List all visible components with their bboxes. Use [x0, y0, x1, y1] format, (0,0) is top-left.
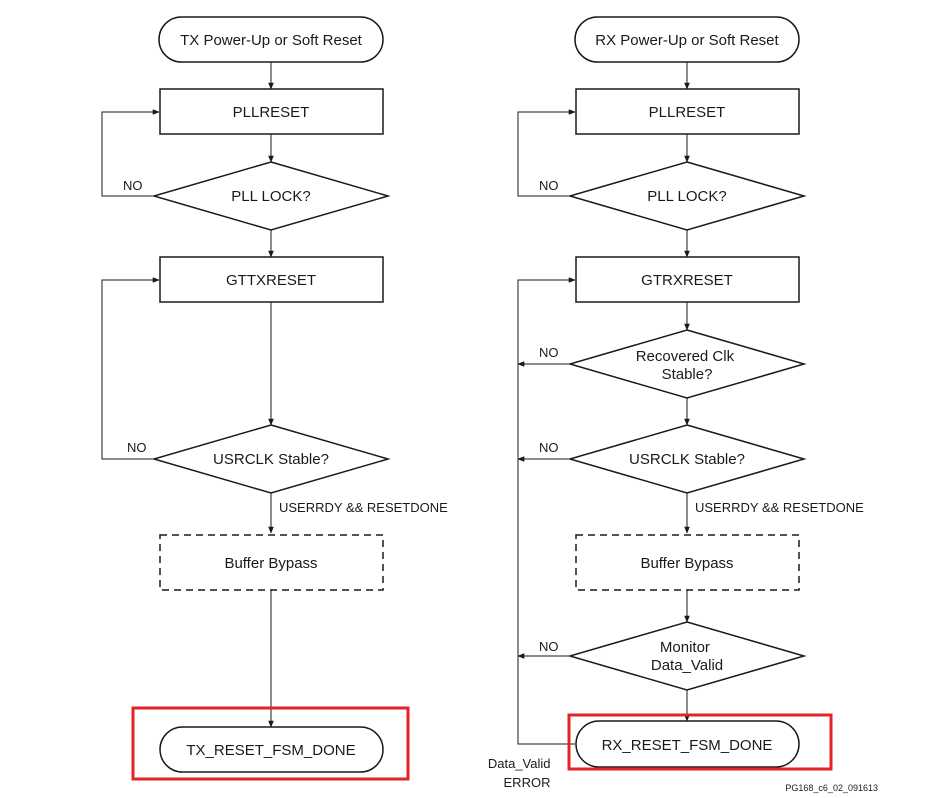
- rx-start-node: [574, 16, 800, 63]
- tx-flow: TX Power-Up or Soft Reset PLLRESET PLL L…: [101, 16, 448, 781]
- rx-monitor-line1: Monitor: [660, 639, 710, 656]
- rx-no-recovered-label: NO: [539, 345, 559, 360]
- rx-monitor-line2: Data_Valid: [651, 657, 723, 674]
- tx-edge-usrclk-no-loop: [101, 277, 160, 460]
- rx-plllock-decision: [567, 161, 807, 231]
- rx-pllreset-label: PLLRESET: [649, 104, 726, 121]
- rx-no-usrclk-label: NO: [539, 440, 559, 455]
- tx-usrclk-yes-label: USERRDY && RESETDONE: [279, 500, 448, 515]
- rx-buffer-bypass-node: [575, 534, 800, 591]
- tx-no-pll-label: NO: [123, 178, 143, 193]
- rx-flow: RX Power-Up or Soft Reset PLLRESET PLL L…: [488, 16, 864, 790]
- rx-monitor-decision: [567, 621, 807, 691]
- rx-pllreset-node: [575, 88, 800, 135]
- rx-no-monitor-label: NO: [539, 639, 559, 654]
- tx-buffer-bypass-label: Buffer Bypass: [224, 555, 317, 572]
- rx-done-label: RX_RESET_FSM_DONE: [602, 737, 773, 754]
- tx-gtreset-node: [159, 256, 384, 303]
- rx-usrclk-label: USRCLK Stable?: [629, 451, 745, 468]
- rx-recovered-clk-decision: [567, 329, 807, 399]
- rx-recovered-clk-label: Recovered Clk Stable?: [636, 348, 739, 383]
- rx-usrclk-decision: [567, 424, 807, 494]
- tx-edge-plllock-no-loop: [101, 109, 160, 197]
- rx-gtreset-label: GTRXRESET: [641, 272, 733, 289]
- tx-done-label: TX_RESET_FSM_DONE: [186, 742, 355, 759]
- rx-gtreset-node: [575, 256, 800, 303]
- rx-monitor-label: Monitor Data_Valid: [651, 639, 723, 674]
- rx-recovered-clk-line2: Stable?: [662, 366, 713, 383]
- tx-plllock-decision: [151, 161, 391, 231]
- tx-start-node: [158, 16, 384, 63]
- rx-done-highlight: [567, 713, 833, 771]
- rx-edge-plllock-no-loop: [517, 109, 576, 197]
- tx-no-usrclk-label: NO: [127, 440, 147, 455]
- rx-plllock-label: PLL LOCK?: [647, 188, 727, 205]
- tx-done-highlight: [131, 706, 410, 781]
- tx-plllock-label: PLL LOCK?: [231, 188, 311, 205]
- tx-buffer-bypass-node: [159, 534, 384, 591]
- tx-usrclk-decision: [151, 424, 391, 494]
- tx-done-node: [159, 726, 384, 773]
- rx-data-valid-error-line2: ERROR: [504, 775, 551, 790]
- rx-error-loop-bus: [517, 277, 576, 745]
- tx-pllreset-label: PLLRESET: [233, 104, 310, 121]
- rx-start-label: RX Power-Up or Soft Reset: [595, 32, 779, 49]
- tx-gtreset-label: GTTXRESET: [226, 272, 316, 289]
- rx-usrclk-yes-label: USERRDY && RESETDONE: [695, 500, 864, 515]
- rx-buffer-bypass-label: Buffer Bypass: [640, 555, 733, 572]
- tx-start-label: TX Power-Up or Soft Reset: [180, 32, 363, 49]
- tx-pllreset-node: [159, 88, 384, 135]
- figure-id: PG168_c6_02_091613: [785, 783, 878, 793]
- rx-recovered-clk-line1: Recovered Clk: [636, 348, 735, 365]
- tx-usrclk-label: USRCLK Stable?: [213, 451, 329, 468]
- rx-done-node: [575, 720, 800, 768]
- rx-data-valid-error-line1: Data_Valid: [488, 756, 551, 771]
- rx-no-pll-label: NO: [539, 178, 559, 193]
- rx-data-valid-error-label: Data_Valid ERROR: [488, 756, 554, 790]
